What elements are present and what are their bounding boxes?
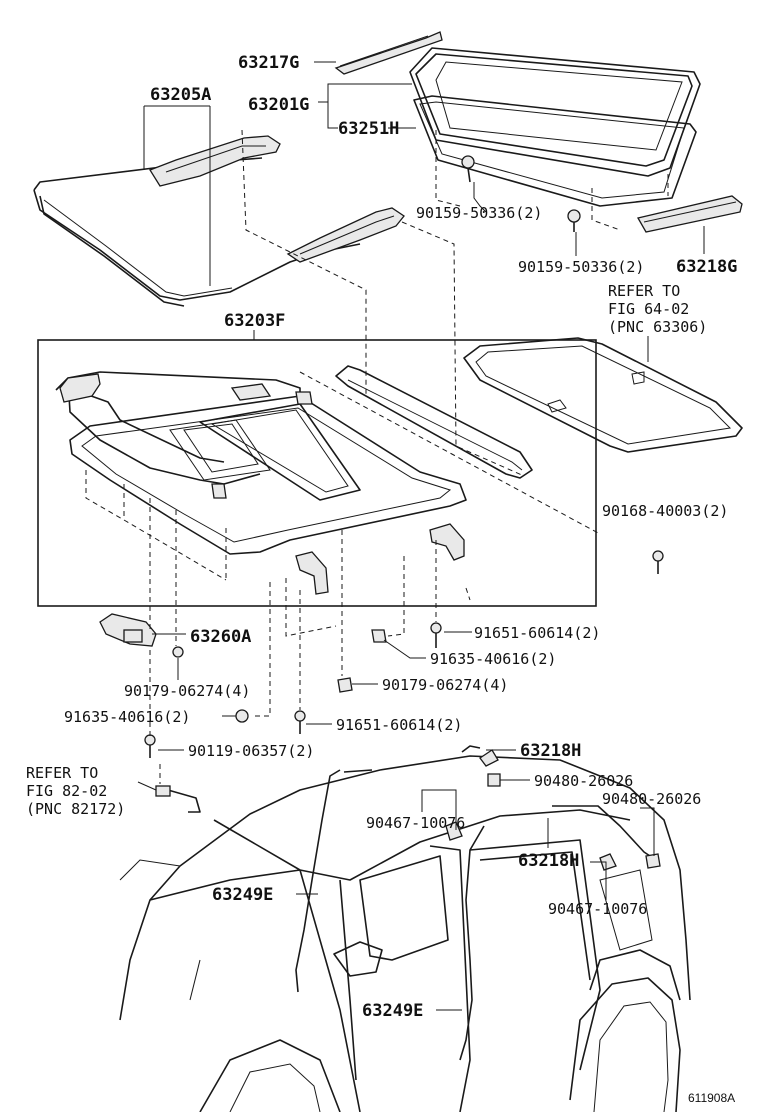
label-91651-60614-a: 91651-60614(2) [474, 624, 600, 642]
label-63249E-a: 63249E [212, 885, 273, 905]
drain-hose-center [459, 825, 485, 1061]
front-guide-rail [59, 373, 101, 403]
refer-to-82-02-line2: FIG 82-02 [26, 782, 107, 800]
drain-hose-rear [552, 805, 657, 861]
label-90159-50336-a: 90159-50336(2) [416, 204, 542, 222]
refer-to-64-02-line1: REFER TO [608, 282, 680, 300]
label-63201G: 63201G [248, 95, 309, 115]
label-91635-40616-a: 91635-40616(2) [430, 650, 556, 668]
label-90119-06357: 90119-06357(2) [188, 742, 314, 760]
label-91635-40616-b: 91635-40616(2) [64, 708, 190, 726]
hose-clips [445, 745, 661, 871]
label-63218G: 63218G [676, 257, 737, 277]
housing-brackets [211, 483, 465, 595]
leader-lines [137, 61, 705, 1011]
glass-seal-lower [413, 95, 697, 207]
drain-hose-front [295, 769, 373, 993]
label-90480-26026-a: 90480-26026 [534, 772, 633, 790]
label-90179-06274-a: 90179-06274(4) [124, 682, 250, 700]
label-63205A: 63205A [150, 85, 211, 105]
roof-opening-frame-63205A [33, 157, 361, 307]
refer-to-82-02-line1: REFER TO [26, 764, 98, 782]
label-63249E-b: 63249E [362, 1001, 423, 1021]
side-strip-63218G [637, 195, 743, 233]
label-90159-50336-b: 90159-50336(2) [518, 258, 644, 276]
label-91651-60614-b: 91651-60614(2) [336, 716, 462, 734]
sunroof-housing-63203F [55, 371, 467, 555]
refer-to-64-02-line2: FIG 64-02 [608, 300, 689, 318]
label-63203F: 63203F [224, 311, 285, 331]
label-63217G: 63217G [238, 53, 299, 73]
label-90480-26026-b: 90480-26026 [602, 790, 701, 808]
refer-to-82-02-line3: (PNC 82172) [26, 800, 125, 818]
deflector-strip-63217G [334, 31, 443, 75]
label-90168-40003: 90168-40003(2) [602, 502, 728, 520]
label-63218H-a: 63218H [520, 741, 581, 761]
label-90467-10076-b: 90467-10076 [548, 900, 647, 918]
rear-cross-rail [335, 365, 533, 479]
label-63218H-b: 63218H [518, 851, 579, 871]
vehicle-body-outline [119, 755, 691, 1112]
label-63251H: 63251H [338, 119, 399, 139]
sunroof-motor-63260A [99, 613, 157, 647]
figure-id: 611908A [688, 1091, 735, 1105]
frame-assembly-box [37, 339, 597, 607]
assembly-dashed-lines [85, 129, 669, 784]
sunshade-panel [463, 337, 743, 453]
label-63260A: 63260A [190, 627, 251, 647]
motor-harness-connector [155, 785, 201, 813]
label-90467-10076-a: 90467-10076 [366, 814, 465, 832]
label-90179-06274-b: 90179-06274(4) [382, 676, 508, 694]
front-rail-bracket [149, 135, 281, 187]
glass-bolts [461, 155, 581, 232]
small-fasteners [144, 550, 664, 758]
rear-rail-bracket [286, 207, 405, 263]
refer-to-64-02-line3: (PNC 63306) [608, 318, 707, 336]
